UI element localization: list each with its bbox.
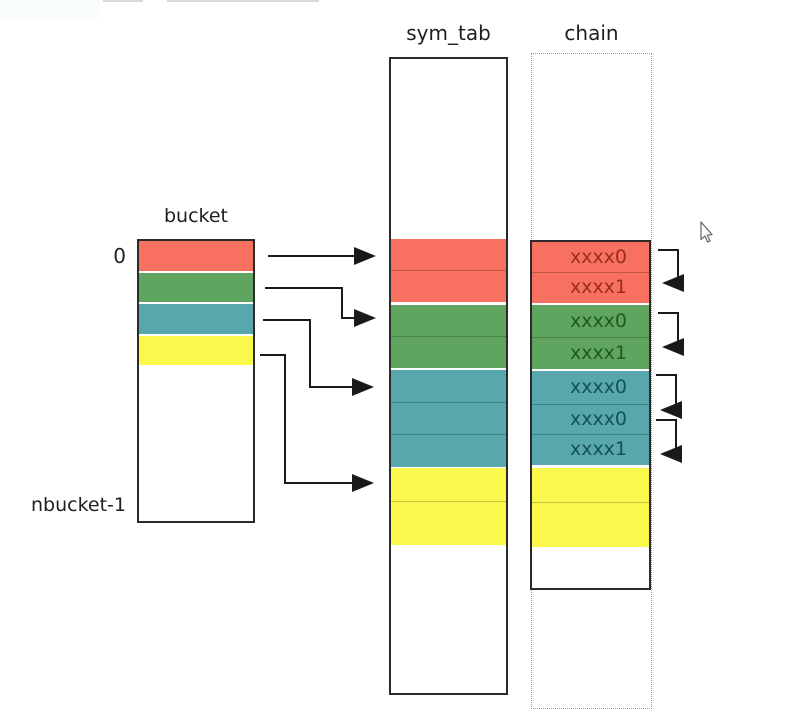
chain-link-red xyxy=(658,249,684,292)
chain-section-yellow xyxy=(532,468,649,547)
symtab-title: sym_tab xyxy=(406,21,491,45)
arrow-bucket1-to-symtab xyxy=(265,287,376,327)
symtab-section-red xyxy=(391,239,506,302)
top-edge-line xyxy=(167,0,319,2)
chain-link-green xyxy=(658,312,684,356)
bucket-row-teal xyxy=(139,304,253,334)
chain-link-teal-1 xyxy=(656,374,682,419)
symtab-box xyxy=(389,57,508,695)
top-left-glow xyxy=(0,0,100,20)
chain-entry: xxxx0 xyxy=(569,245,628,268)
bucket-title: bucket xyxy=(163,205,228,227)
chain-section-red: xxxx0 xxxx1 xyxy=(532,242,649,303)
chain-section-teal: xxxx0 xxxx0 xxxx1 xyxy=(532,371,649,465)
bucket-index-0: 0 xyxy=(113,244,126,268)
chain-entry: xxxx0 xyxy=(569,376,628,398)
chain-box: xxxx0 xxxx1 xxxx0 xxxx1 xxxx0 xxxx0 xxxx… xyxy=(530,240,651,590)
chain-entry: xxxx0 xyxy=(569,309,628,332)
symtab-section-teal xyxy=(391,370,506,467)
chain-link-teal-2 xyxy=(656,419,682,463)
chain-entry: xxxx1 xyxy=(569,438,628,460)
arrow-bucket3-to-symtab xyxy=(260,354,374,492)
chain-section-green: xxxx0 xxxx1 xyxy=(532,305,649,369)
bucket-row-red xyxy=(139,241,253,271)
chain-title: chain xyxy=(564,21,619,45)
bucket-row-green xyxy=(139,273,253,302)
symtab-section-yellow xyxy=(391,468,506,545)
chain-entry: xxxx1 xyxy=(569,341,628,364)
bucket-row-yellow xyxy=(139,336,253,365)
arrow-bucket2-to-symtab xyxy=(263,319,374,396)
bucket-box xyxy=(137,239,255,523)
symtab-section-green xyxy=(391,305,506,368)
chain-entry: xxxx0 xyxy=(569,407,628,430)
top-edge-line xyxy=(103,0,143,2)
bucket-index-nbucket-1: nbucket-1 xyxy=(31,494,126,516)
mouse-cursor-icon xyxy=(700,221,713,243)
chain-entry: xxxx1 xyxy=(569,276,628,298)
